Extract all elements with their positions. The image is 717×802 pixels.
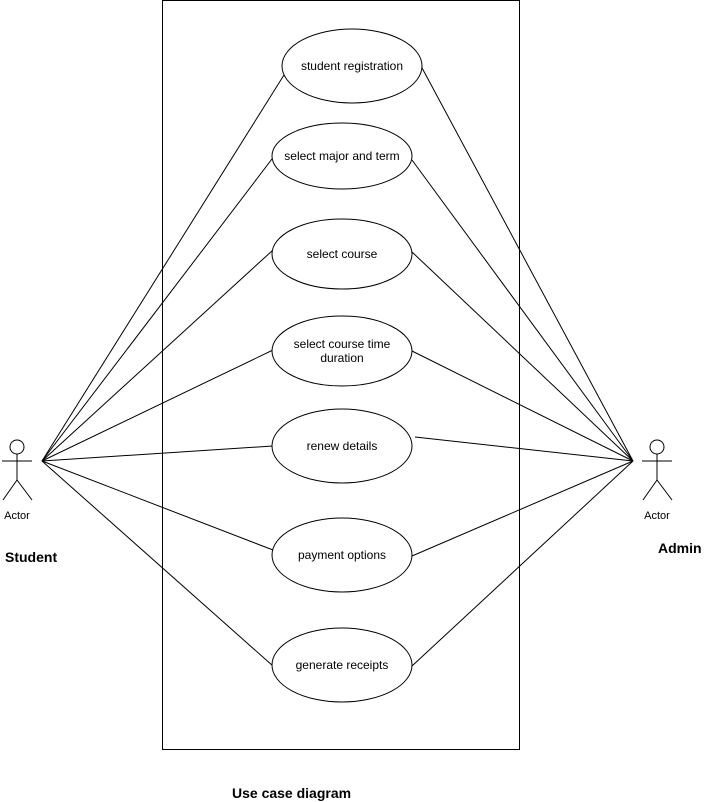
use-case-ellipse xyxy=(271,408,413,484)
use-case-label: payment options xyxy=(298,548,386,562)
actor-name: Admin xyxy=(658,540,702,556)
use-case-1: student registration xyxy=(281,28,423,104)
association-admin-uc5 xyxy=(414,436,634,462)
use-case-ellipse xyxy=(271,627,413,703)
use-case-label: student registration xyxy=(301,59,403,73)
use-case-label: select course xyxy=(307,247,378,261)
actor-name: Student xyxy=(5,549,57,565)
association-student-uc3 xyxy=(41,249,274,462)
student-associations xyxy=(41,74,285,667)
use-case-2: select major and term xyxy=(271,122,413,190)
association-student-uc5 xyxy=(41,445,274,462)
use-case-ellipse xyxy=(281,28,423,104)
use-case-ellipse xyxy=(271,315,413,387)
use-case-ellipse xyxy=(271,218,413,290)
stick-figure-icon xyxy=(642,439,673,501)
association-admin-uc2 xyxy=(411,159,634,462)
association-admin-uc4 xyxy=(411,350,634,462)
use-case-label: generate receipts xyxy=(296,658,389,672)
use-case-ellipse xyxy=(271,517,413,593)
use-case-label: select major and term xyxy=(284,149,399,163)
use-case-label: select course time xyxy=(294,337,391,351)
stick-figure-icon xyxy=(2,439,33,501)
association-admin-uc3 xyxy=(411,251,634,462)
association-student-uc2 xyxy=(41,154,276,462)
admin-associations xyxy=(411,65,634,667)
association-student-uc7 xyxy=(41,460,274,667)
diagram-title: Use case diagram xyxy=(232,785,351,801)
actor-admin: Actor Admin xyxy=(642,439,702,556)
use-case-3: select course xyxy=(271,218,413,290)
actor-caption: Actor xyxy=(4,510,30,522)
association-student-uc6 xyxy=(41,460,274,551)
association-student-uc4 xyxy=(41,349,274,462)
association-student-uc1 xyxy=(41,74,285,462)
system-boundary xyxy=(162,0,520,750)
use-case-5: renew details xyxy=(271,408,413,484)
use-case-label: renew details xyxy=(307,439,378,453)
use-case-label: duration xyxy=(320,351,363,365)
use-case-ellipse xyxy=(271,122,413,190)
use-case-7: generate receipts xyxy=(271,627,413,703)
use-case-4: select course time duration xyxy=(271,315,413,387)
actor-caption: Actor xyxy=(644,510,670,522)
association-admin-uc1 xyxy=(420,65,634,462)
association-admin-uc7 xyxy=(411,460,634,667)
actor-student: Actor Student xyxy=(2,439,57,565)
association-admin-uc6 xyxy=(411,460,634,557)
use-case-6: payment options xyxy=(271,517,413,593)
